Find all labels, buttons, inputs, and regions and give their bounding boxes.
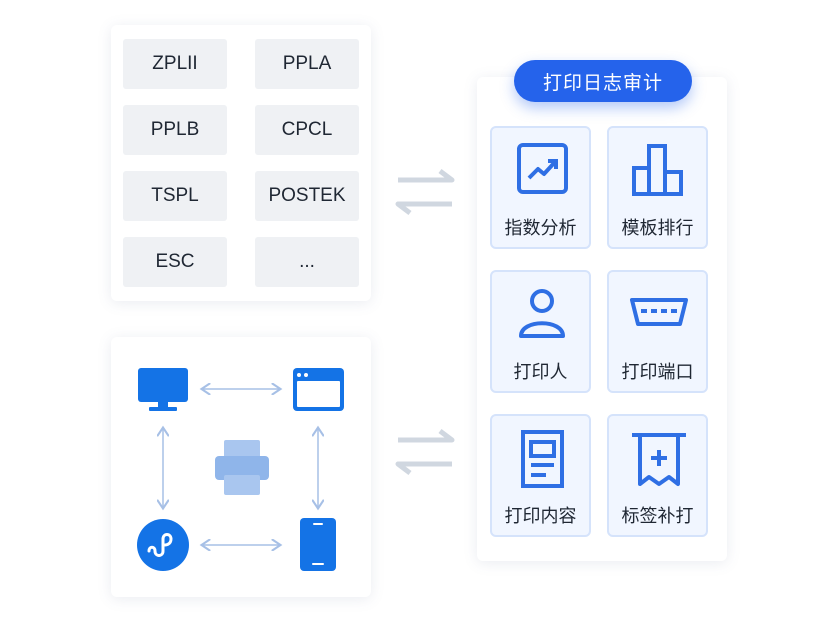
protocol-chip: PPLA xyxy=(255,39,359,89)
protocol-chip: POSTEK xyxy=(255,171,359,221)
audit-tile-index-analysis: 指数分析 xyxy=(490,126,591,249)
audit-tile-print-content: 打印内容 xyxy=(490,414,591,537)
audit-tile-template-ranking: 模板排行 xyxy=(607,126,708,249)
audit-tile-label: 模板排行 xyxy=(621,218,694,239)
sync-arrows-icon xyxy=(395,429,455,475)
protocol-chip: PPLB xyxy=(123,105,227,155)
protocol-chip: ESC xyxy=(123,237,227,287)
audit-tile-label: 标签补打 xyxy=(621,506,694,527)
audit-tile-label: 指数分析 xyxy=(504,218,577,239)
printer-icon xyxy=(215,440,269,495)
desktop-monitor-icon xyxy=(138,368,188,411)
audit-tile-label: 打印人 xyxy=(513,362,568,383)
trend-chart-icon xyxy=(517,143,568,194)
mini-program-icon xyxy=(137,519,189,571)
bar-ranking-icon xyxy=(632,144,683,196)
connector-arrows xyxy=(163,389,318,545)
protocol-panel: ZPLII PPLA PPLB CPCL TSPL POSTEK ESC ... xyxy=(111,25,371,301)
protocol-chip: ... xyxy=(255,237,359,287)
mobile-phone-icon xyxy=(300,518,336,571)
serial-port-icon xyxy=(630,298,688,326)
protocol-chip: CPCL xyxy=(255,105,359,155)
protocol-chip: ZPLII xyxy=(123,39,227,89)
protocol-chip: TSPL xyxy=(123,171,227,221)
audit-tile-label-reprint: 标签补打 xyxy=(607,414,708,537)
audit-title-pill: 打印日志审计 xyxy=(514,60,692,102)
audit-tile-printer-person: 打印人 xyxy=(490,270,591,393)
audit-tile-label: 打印端口 xyxy=(621,362,694,383)
device-panel xyxy=(111,337,371,597)
label-reprint-icon xyxy=(632,433,686,486)
audit-tile-printer-port: 打印端口 xyxy=(607,270,708,393)
browser-window-icon xyxy=(293,368,344,411)
audit-tile-label: 打印内容 xyxy=(504,506,577,527)
sync-arrows-icon xyxy=(395,169,455,215)
person-icon xyxy=(519,289,565,338)
document-icon xyxy=(521,430,564,488)
